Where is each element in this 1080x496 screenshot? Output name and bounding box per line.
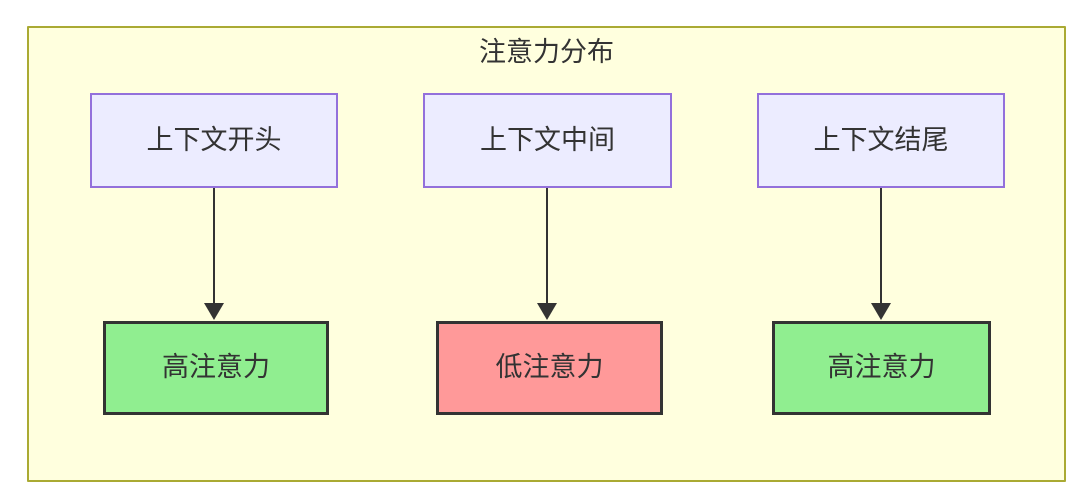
node-context-start-label: 上下文开头 [146,124,282,155]
node-high-attention-right: 高注意力 [772,321,991,415]
node-context-middle-label: 上下文中间 [480,124,615,155]
node-context-end-label: 上下文结尾 [813,124,949,155]
node-high-attention-right-label: 高注意力 [827,352,936,383]
node-high-attention-left-label: 高注意力 [162,352,270,383]
node-low-attention-label: 低注意力 [495,352,604,383]
node-context-start: 上下文开头 [90,93,338,188]
node-context-middle: 上下文中间 [423,93,672,188]
node-context-end: 上下文结尾 [757,93,1005,188]
node-low-attention: 低注意力 [436,321,663,415]
subgraph-title: 注意力分布 [479,37,614,67]
node-high-attention-left: 高注意力 [103,321,329,415]
